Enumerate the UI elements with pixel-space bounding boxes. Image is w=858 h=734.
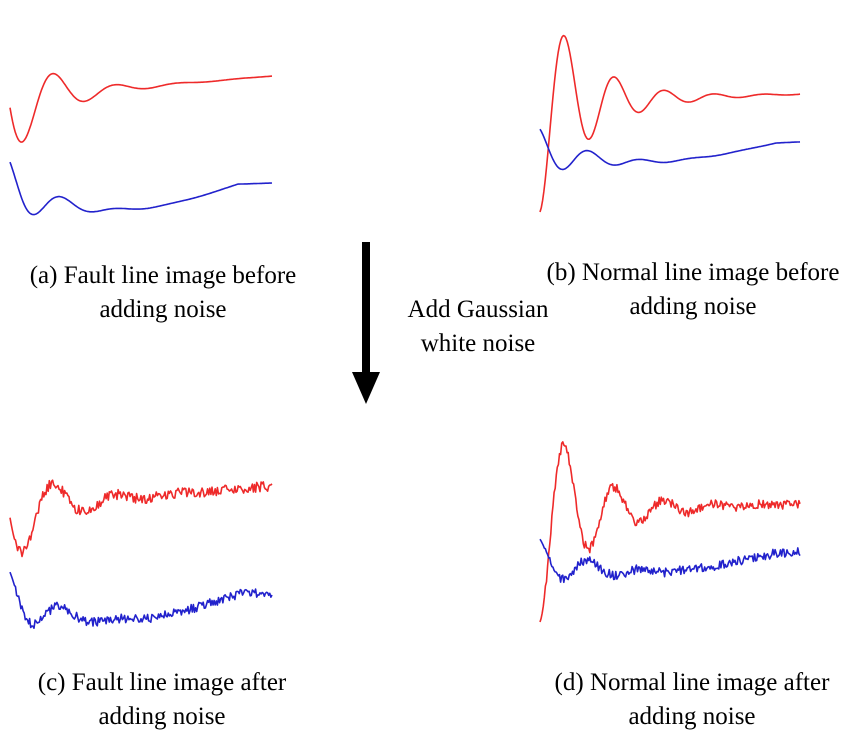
panel-d-waveform [539, 441, 801, 623]
down-arrow-icon [352, 242, 380, 404]
fault-current-trace [9, 479, 273, 558]
panel-d-caption-line2: adding noise [628, 703, 756, 730]
panel-a-caption: (a) Fault line image before adding noise [8, 259, 318, 327]
noise-step-label-line2: white noise [420, 330, 536, 357]
panel-b-caption-line1: (b) Normal line image before [546, 259, 840, 286]
panel-b-waveform [539, 34, 801, 213]
panel-c-waveform [9, 479, 273, 629]
panel-c-caption-line2: adding noise [98, 703, 226, 730]
panel-a-waveform [9, 72, 273, 216]
panel-a-caption-line2: adding noise [99, 296, 227, 323]
reference-trace [9, 161, 273, 216]
fault-current-trace [9, 72, 273, 143]
panel-d-caption: (d) Normal line image after adding noise [532, 666, 852, 734]
reference-trace [9, 571, 273, 629]
panel-c-caption-line1: (c) Fault line image after [37, 669, 287, 696]
normal-current-trace [539, 34, 801, 213]
reference-trace [539, 538, 801, 584]
reference-trace [539, 128, 801, 171]
panel-c-caption: (c) Fault line image after adding noise [12, 666, 312, 734]
panel-b-caption-line2: adding noise [629, 293, 757, 320]
noise-step-label-line1: Add Gaussian [407, 296, 549, 323]
noise-step-label: Add Gaussian white noise [388, 293, 568, 361]
panel-b-caption: (b) Normal line image before adding nois… [528, 256, 858, 324]
normal-current-trace [539, 441, 801, 623]
panel-a-caption-line1: (a) Fault line image before [29, 262, 297, 289]
panel-d-caption-line1: (d) Normal line image after [554, 669, 830, 696]
